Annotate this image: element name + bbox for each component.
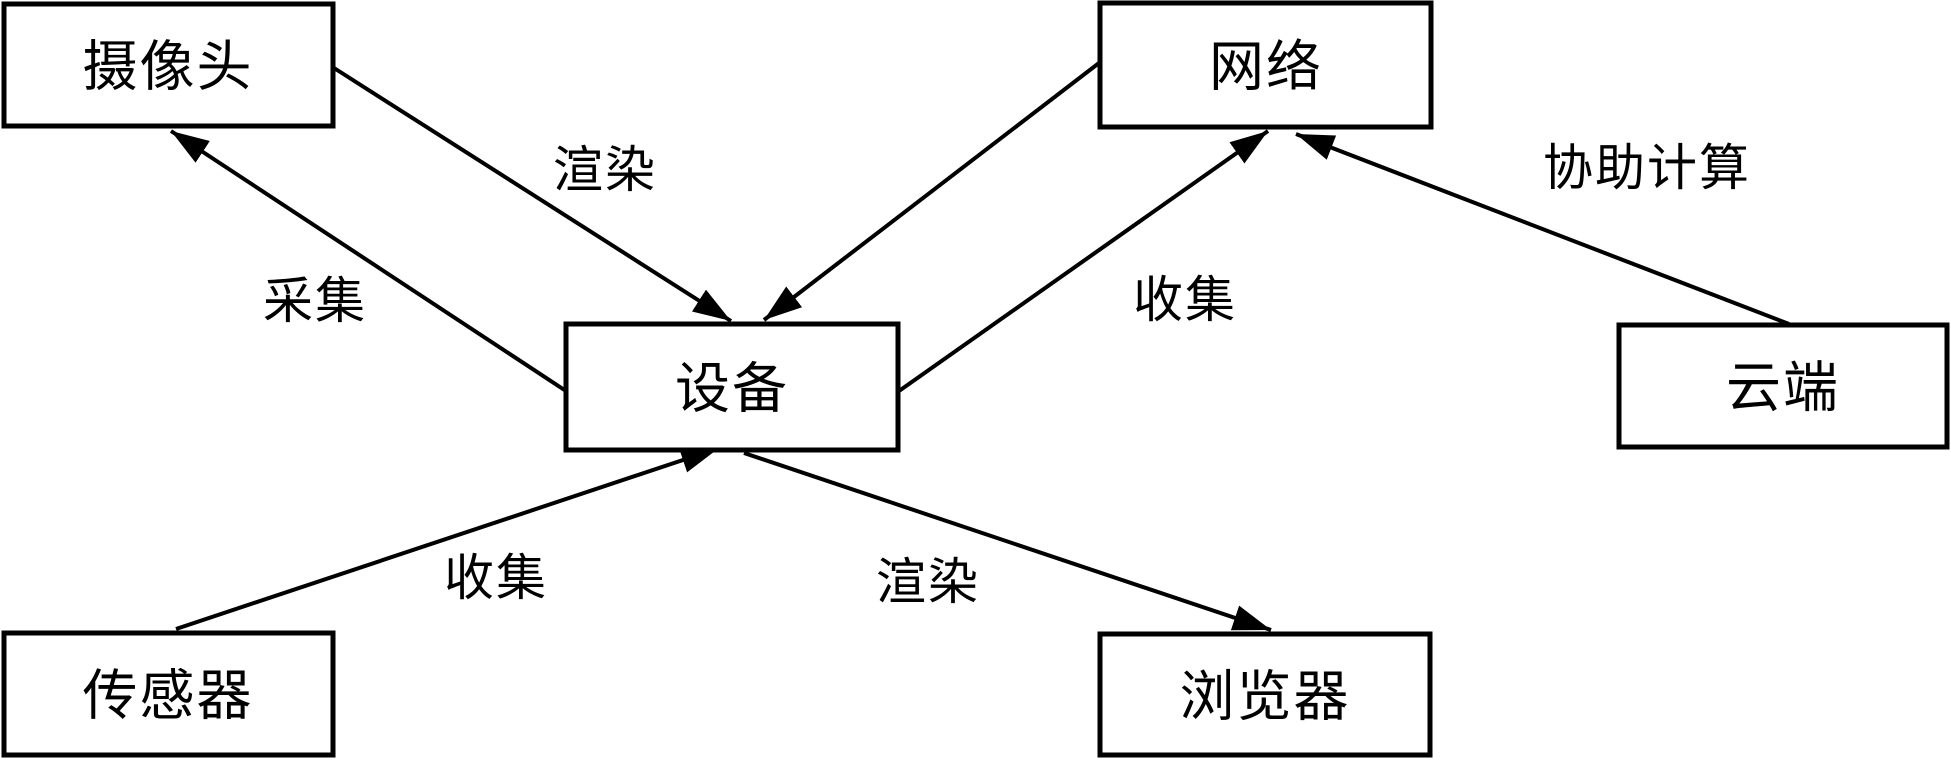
node-network-box [1097,0,1434,130]
node-cloud-label: 云端 [1726,358,1840,419]
node-browser-box [1097,631,1433,758]
edge-sensor-to-device-line [175,446,720,631]
node-cloud-box [1616,322,1950,450]
node-camera-box [1,1,336,129]
edge-device-to-network-line [897,129,1270,393]
edge-label-render-camera-device: 渲染 [553,142,657,198]
edge-device-to-camera-line [169,129,568,393]
node-sensor-box [1,630,336,758]
edge-device-to-browser-line [743,451,1272,632]
edge-label-collect-sensor-device: 收集 [444,550,548,606]
node-network-label: 网络 [1209,37,1323,98]
edge-label-render-device-browser: 渲染 [876,554,980,610]
node-device-box [563,321,901,453]
node-sensor-label: 传感器 [82,666,253,727]
node-browser-label: 浏览器 [1179,667,1350,728]
edge-camera-to-device-line [332,66,733,323]
node-device-label: 设备 [675,359,789,420]
node-camera-label: 摄像头 [82,37,253,98]
edge-network-to-device-line [762,61,1101,322]
edge-cloud-to-network-line [1295,132,1790,326]
edge-label-capture: 采集 [263,273,367,329]
edge-label-collect-device-network: 收集 [1133,272,1237,328]
edge-label-assist-compute: 协助计算 [1543,140,1751,196]
